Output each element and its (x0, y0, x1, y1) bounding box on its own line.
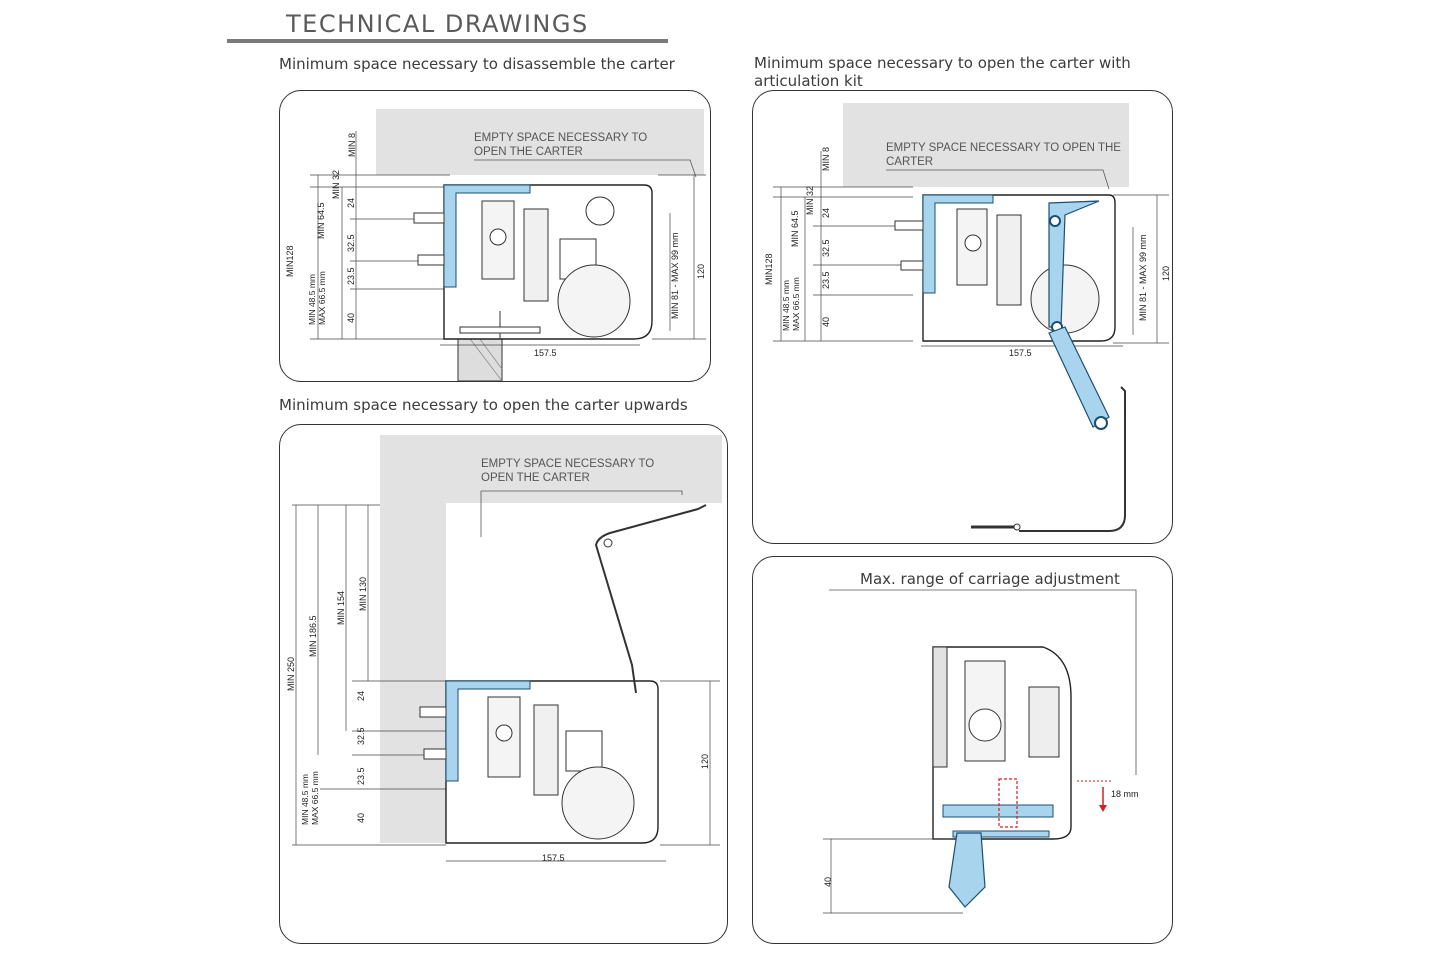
dim-24: 24 (356, 691, 366, 701)
open-carter-profile (594, 504, 707, 694)
page-title: TECHNICAL DRAWINGS (286, 10, 589, 38)
dim-1575: 157.5 (1009, 348, 1032, 358)
dim-1575: 157.5 (542, 853, 565, 863)
panel-articulation: EMPTY SPACE NECESSARY TO OPEN THE CARTER… (752, 90, 1173, 544)
motor-unit (419, 680, 659, 844)
empty-space-note-line2: OPEN THE CARTER (474, 146, 583, 158)
empty-space-note-line1: EMPTY SPACE NECESSARY TO (481, 458, 654, 470)
empty-space-note-line2: CARTER (886, 156, 933, 168)
dim-325: 32.5 (356, 727, 366, 745)
drawing-disassemble: EMPTY SPACE NECESSARY TO OPEN THE CARTER… (285, 109, 706, 382)
articulation-arm (1048, 200, 1110, 430)
dim-min8: MIN 8 (347, 133, 357, 157)
dim-min8: MIN 8 (821, 147, 831, 171)
dim-max665: MAX 66.5 mm (791, 277, 801, 331)
dim-235: 23.5 (821, 271, 831, 289)
dim-min250: MIN 250 (286, 657, 296, 691)
empty-space-note-line2: OPEN THE CARTER (481, 472, 590, 484)
dim-40: 40 (356, 813, 366, 823)
dimension-lines (310, 131, 706, 346)
dim-min64: MIN 64.5 (790, 210, 800, 247)
dim-235: 23.5 (356, 767, 366, 785)
note-leader (886, 169, 1110, 190)
adjustment-marks (998, 778, 1113, 828)
dim-min32: MIN 32 (805, 186, 815, 215)
dim-24: 24 (346, 198, 356, 208)
panel-disassemble: EMPTY SPACE NECESSARY TO OPEN THE CARTER… (279, 90, 711, 382)
caption-carriage: Max. range of carriage adjustment (860, 570, 1120, 588)
drawing-carriage: Max. range of carriage adjustment 18 mm … (823, 570, 1139, 914)
dim-1575: 157.5 (534, 348, 557, 358)
dim-range: MIN 81 - MAX 99 mm (1138, 234, 1148, 321)
dim-max665: MAX 66.5 mm (310, 771, 320, 825)
empty-space-area (843, 103, 1129, 187)
empty-space-note-line1: EMPTY SPACE NECESSARY TO OPEN THE (886, 142, 1121, 154)
dim-min128: MIN128 (764, 253, 774, 285)
dim-24: 24 (821, 208, 831, 218)
dim-120: 120 (1161, 266, 1171, 281)
panel-carriage: Max. range of carriage adjustment 18 mm … (752, 556, 1173, 944)
dim-325: 32.5 (821, 239, 831, 257)
dim-325: 32.5 (346, 234, 356, 252)
caption-upwards: Minimum space necessary to open the cart… (279, 396, 688, 414)
dim-max665: MAX 66.5 mm (317, 271, 327, 325)
panel-upwards: EMPTY SPACE NECESSARY TO OPEN THE CARTER… (279, 424, 728, 944)
empty-space-note-line1: EMPTY SPACE NECESSARY TO (474, 132, 647, 144)
empty-space-area-top (380, 435, 722, 503)
dim-18mm: 18 mm (1111, 789, 1139, 799)
dim-min130: MIN 130 (358, 577, 368, 611)
dimension-lines (773, 151, 1169, 347)
dim-235: 23.5 (346, 267, 356, 285)
dim-40: 40 (823, 877, 833, 887)
note-leader (829, 589, 1137, 775)
dimension-lines (823, 838, 963, 914)
caption-articulation-line1: Minimum space necessary to open the cart… (754, 54, 1131, 72)
empty-space-area-side (380, 503, 446, 843)
empty-space-area (376, 109, 704, 175)
drawing-upwards: EMPTY SPACE NECESSARY TO OPEN THE CARTER… (286, 435, 722, 863)
dim-min32: MIN 32 (331, 170, 341, 199)
dim-min128: MIN128 (285, 245, 295, 277)
dim-min64: MIN 64.5 (316, 202, 326, 239)
dim-120: 120 (700, 754, 710, 769)
dim-min1865: MIN 186.5 (308, 615, 318, 657)
dim-range: MIN 81 - MAX 99 mm (670, 232, 680, 319)
dim-min154: MIN 154 (336, 591, 346, 625)
dim-min485: MIN 48.5 mm (307, 274, 317, 325)
drawing-articulation: EMPTY SPACE NECESSARY TO OPEN THE CARTER… (764, 103, 1171, 532)
dim-40: 40 (346, 313, 356, 323)
dim-min485: MIN 48.5 mm (781, 280, 791, 331)
title-underline (227, 39, 668, 43)
dimension-lines (292, 504, 720, 862)
dim-40: 40 (821, 317, 831, 327)
carriage-section (932, 646, 1072, 908)
motor-unit (894, 194, 1116, 342)
caption-disassemble: Minimum space necessary to disassemble t… (279, 55, 675, 73)
dim-120: 120 (696, 264, 706, 279)
open-carter-profile (971, 386, 1126, 532)
dim-min485: MIN 48.5 mm (300, 774, 310, 825)
caption-articulation-line2: articulation kit (754, 72, 863, 90)
note-leader (474, 159, 697, 178)
motor-unit (413, 184, 653, 340)
